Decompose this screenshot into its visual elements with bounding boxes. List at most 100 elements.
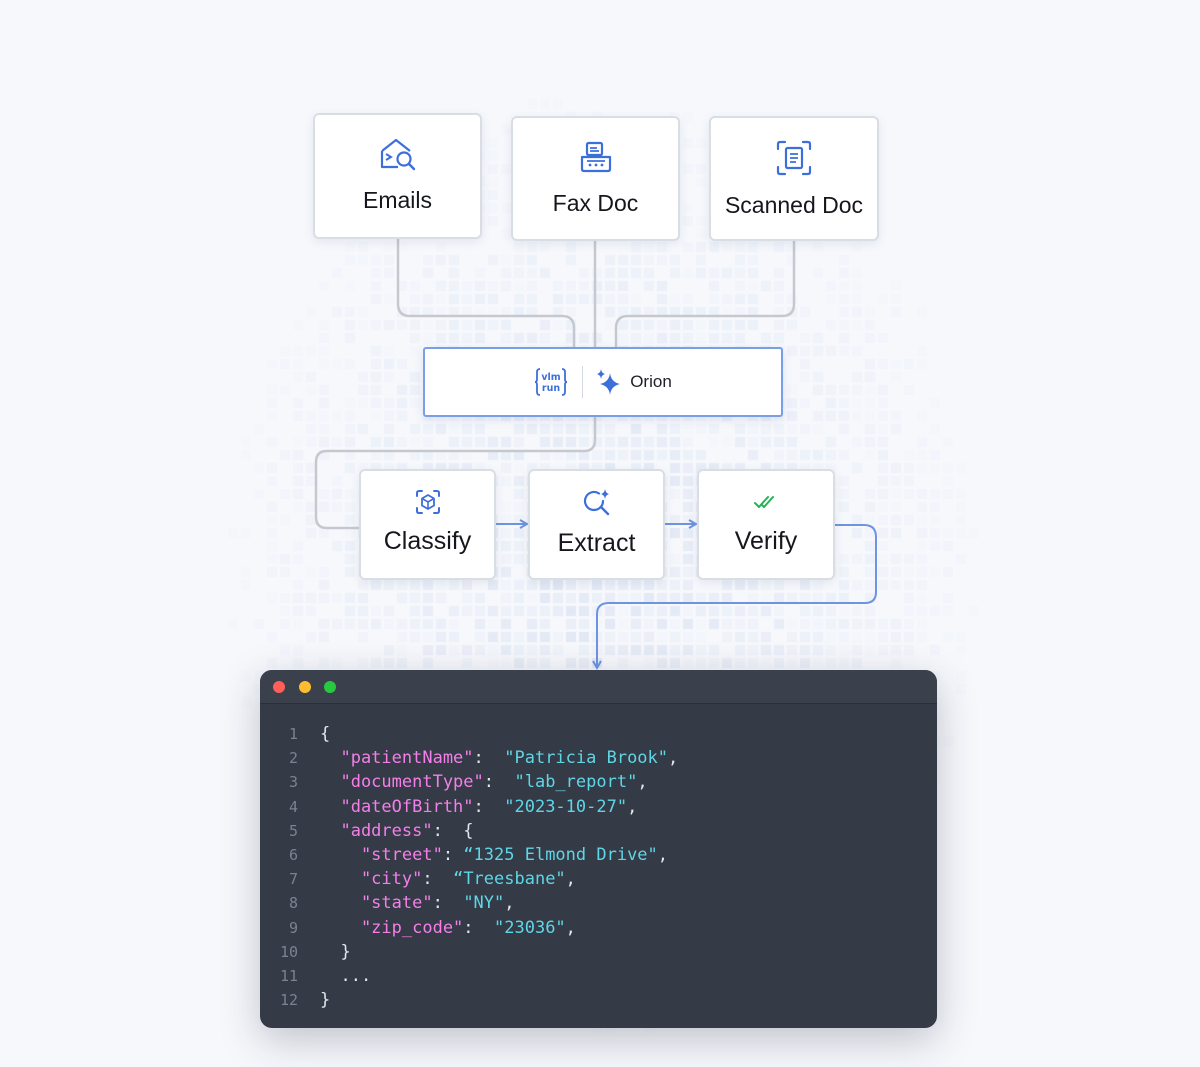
line-number: 9 bbox=[288, 918, 298, 937]
json-key: "dateOfBirth" bbox=[320, 796, 474, 817]
line-number: 12 bbox=[279, 991, 298, 1010]
step-label: Extract bbox=[557, 529, 636, 557]
json-punctuation: } bbox=[320, 941, 351, 962]
email-search-icon bbox=[380, 138, 415, 171]
line-number: 1 bbox=[288, 725, 298, 743]
json-punctuation: : { bbox=[432, 820, 474, 841]
code-text: ... bbox=[320, 964, 371, 988]
code-text: "city": “Treesbane", bbox=[320, 867, 576, 891]
step-card-extract: Extract bbox=[528, 469, 665, 580]
maximize-window-button[interactable] bbox=[324, 681, 336, 693]
json-key: "state" bbox=[320, 893, 433, 914]
line-number: 10 bbox=[279, 942, 298, 961]
json-key: "city" bbox=[320, 869, 423, 890]
code-text: "patientName": "Patricia Brook", bbox=[320, 746, 678, 770]
code-line: 4 "dateOfBirth": "2023-10-27", bbox=[260, 795, 937, 819]
json-punctuation: : bbox=[442, 844, 464, 865]
line-number: 2 bbox=[288, 749, 298, 768]
json-punctuation: : bbox=[473, 748, 505, 769]
json-punctuation: } bbox=[320, 990, 331, 1011]
code-text: "address": { bbox=[320, 819, 474, 843]
json-punctuation: , bbox=[657, 844, 669, 865]
document-scan-icon bbox=[776, 140, 812, 176]
json-key: "documentType" bbox=[320, 772, 484, 793]
json-string: "23036" bbox=[494, 917, 566, 938]
hub-label: Orion bbox=[630, 372, 672, 391]
line-number: 6 bbox=[288, 845, 298, 864]
orion-hub: vlm run Orion bbox=[423, 347, 783, 417]
source-card-fax: Fax Doc bbox=[511, 116, 680, 241]
json-punctuation: , bbox=[565, 869, 576, 890]
logo-text-top: vlm bbox=[542, 372, 561, 383]
close-window-button[interactable] bbox=[273, 681, 285, 693]
code-text: } bbox=[320, 988, 330, 1012]
json-string: “Treesbane" bbox=[453, 869, 566, 890]
json-punctuation: , bbox=[504, 893, 515, 914]
json-string: "lab_report" bbox=[514, 772, 638, 793]
code-content: 1{2 "patientName": "Patricia Brook",3 "d… bbox=[260, 722, 937, 1012]
line-number: 7 bbox=[288, 870, 298, 889]
code-line: 12} bbox=[260, 988, 937, 1012]
json-key: "street" bbox=[320, 844, 443, 865]
code-line: 7 "city": “Treesbane", bbox=[260, 867, 937, 891]
code-text: "dateOfBirth": "2023-10-27", bbox=[320, 795, 637, 819]
code-text: "street": “1325 Elmond Drive", bbox=[320, 843, 668, 867]
json-key: "zip_code" bbox=[320, 917, 464, 938]
step-card-verify: Verify bbox=[697, 469, 835, 580]
json-punctuation: : bbox=[473, 796, 505, 817]
search-sparkle-icon bbox=[583, 489, 609, 516]
source-card-scanned: Scanned Doc bbox=[709, 116, 879, 241]
code-line: 2 "patientName": "Patricia Brook", bbox=[260, 746, 937, 770]
code-line: 6 "street": “1325 Elmond Drive", bbox=[260, 843, 937, 867]
json-punctuation: : bbox=[432, 893, 464, 914]
fax-machine-icon bbox=[580, 141, 611, 173]
step-label: Verify bbox=[734, 527, 798, 555]
window-titlebar bbox=[260, 670, 937, 704]
json-punctuation: , bbox=[637, 772, 648, 793]
code-text: } bbox=[320, 940, 351, 964]
json-punctuation: , bbox=[565, 917, 576, 938]
logo-text-bottom: run bbox=[542, 383, 560, 394]
line-number: 5 bbox=[288, 821, 298, 840]
json-key: "address" bbox=[320, 820, 433, 841]
code-text: { bbox=[320, 722, 330, 746]
double-check-icon bbox=[754, 496, 774, 508]
code-line: 3 "documentType": "lab_report", bbox=[260, 770, 937, 794]
code-line: 5 "address": { bbox=[260, 819, 937, 843]
vlm-run-logo-icon: vlm run bbox=[535, 368, 568, 396]
line-number: 11 bbox=[279, 966, 298, 985]
source-label: Fax Doc bbox=[552, 190, 639, 216]
code-text: "state": "NY", bbox=[320, 891, 515, 915]
step-card-classify: Classify bbox=[359, 469, 496, 580]
source-label: Emails bbox=[362, 187, 432, 213]
source-label: Scanned Doc bbox=[724, 192, 864, 218]
line-number: 8 bbox=[288, 894, 298, 913]
json-punctuation: : bbox=[483, 772, 515, 793]
code-text: "documentType": "lab_report", bbox=[320, 770, 648, 794]
code-line: 8 "state": "NY", bbox=[260, 891, 937, 915]
code-line: 1{ bbox=[260, 722, 937, 746]
json-punctuation: { bbox=[320, 724, 331, 744]
json-key: "patientName" bbox=[320, 748, 474, 769]
json-string: "Patricia Brook" bbox=[504, 748, 669, 769]
source-card-emails: Emails bbox=[313, 113, 482, 239]
sparkle-icon bbox=[597, 369, 621, 395]
line-number: 4 bbox=[288, 797, 298, 816]
json-string: "NY" bbox=[463, 893, 505, 914]
json-string: "2023-10-27" bbox=[504, 796, 628, 817]
json-punctuation: ... bbox=[320, 965, 372, 986]
code-line: 10 } bbox=[260, 940, 937, 964]
code-text: "zip_code": "23036", bbox=[320, 916, 576, 940]
json-output-window: 1{2 "patientName": "Patricia Brook",3 "d… bbox=[260, 670, 937, 1028]
code-line: 11 ... bbox=[260, 964, 937, 988]
hub-divider bbox=[582, 366, 584, 398]
json-string: “1325 Elmond Drive" bbox=[463, 844, 658, 865]
json-punctuation: : bbox=[463, 917, 495, 938]
json-punctuation: , bbox=[627, 796, 638, 817]
cube-scan-icon bbox=[415, 490, 440, 514]
step-label: Classify bbox=[383, 527, 472, 555]
json-punctuation: : bbox=[422, 869, 454, 890]
minimize-window-button[interactable] bbox=[299, 681, 311, 693]
line-number: 3 bbox=[288, 773, 298, 792]
json-punctuation: , bbox=[668, 748, 679, 769]
